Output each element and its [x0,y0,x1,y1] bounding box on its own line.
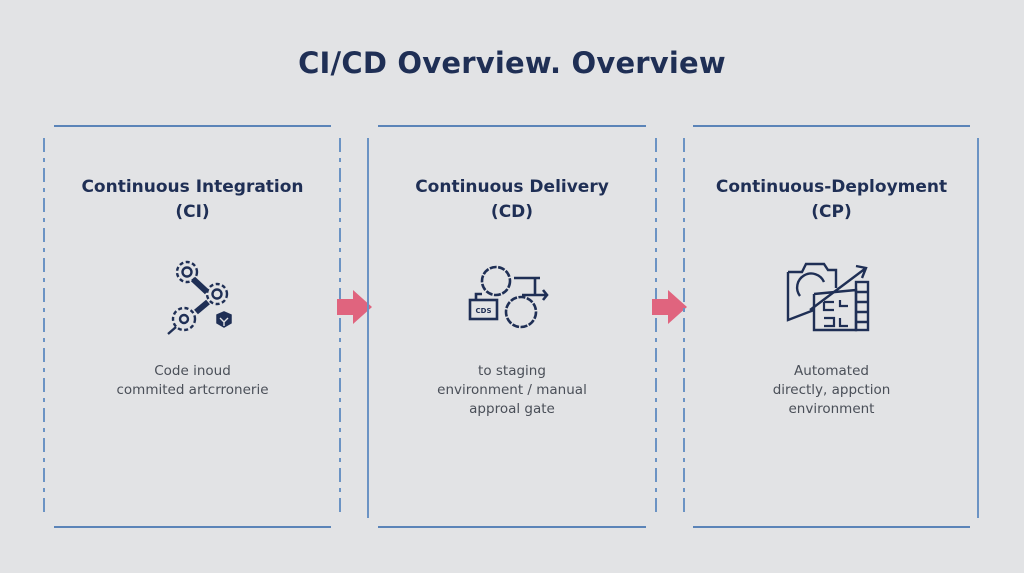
deployment-camera-chart-icon [786,262,870,332]
panel-cd-title-line1: Continuous Delivery [415,177,609,197]
panel-ci-title: Continuous Integration (CI) [54,175,331,225]
panel-cp-desc-line1: Automated [794,363,869,379]
panel-cp-top-border [693,125,970,127]
gears-pipeline-icon [167,260,232,335]
panel-cd-title-line2: (CD) [490,202,534,222]
panel-cd-desc-line2: environment / manual [437,382,587,398]
panel-ci-title-line2: (CI) [175,202,210,222]
panel-cp-title-line1: Continuous-Deployment [715,177,948,197]
panel-cp-title-line2: (CP) [811,202,852,222]
delivery-icon-label: CDS [475,307,492,315]
panel-cd-right-border [655,138,657,518]
panel-cd-left-border [367,138,369,518]
panel-cd-desc-line3: approal gate [469,401,555,417]
panel-cd-title: Continuous Delivery (CD) [378,175,646,225]
panel-cd-description: to staging environment / manual approal … [378,362,646,419]
panel-ci-left-border [43,138,45,518]
panel-cd-top-border [378,125,646,127]
panel-cp-desc-line3: environment [788,401,875,417]
arrow-right-icon [337,290,372,324]
panel-cd-bottom-border [378,526,646,528]
panel-cp-desc-line2: directly, appction [772,382,891,398]
panel-ci-description: Code inoud commited artcrronerie [54,362,331,400]
delivery-cycle-icon [468,265,549,329]
panel-cp-left-border [683,138,685,518]
panel-cp-title: Continuous-Deployment (CP) [693,175,970,225]
panel-ci-right-border [339,138,341,518]
page-title: CI/CD Overview. Overview [298,46,726,80]
panel-ci-title-line1: Continuous Integration [81,177,304,197]
panel-cd-desc-line1: to staging [478,363,546,379]
panel-ci-bottom-border [54,526,331,528]
panel-cp-right-border [977,138,979,518]
panel-ci-desc-line1: Code inoud [154,363,231,379]
panel-ci-top-border [54,125,331,127]
panel-cp-description: Automated directly, appction environment [693,362,970,419]
arrow-right-icon [652,290,687,324]
panel-ci-desc-line2: commited artcrronerie [116,382,269,398]
panel-cp-bottom-border [693,526,970,528]
